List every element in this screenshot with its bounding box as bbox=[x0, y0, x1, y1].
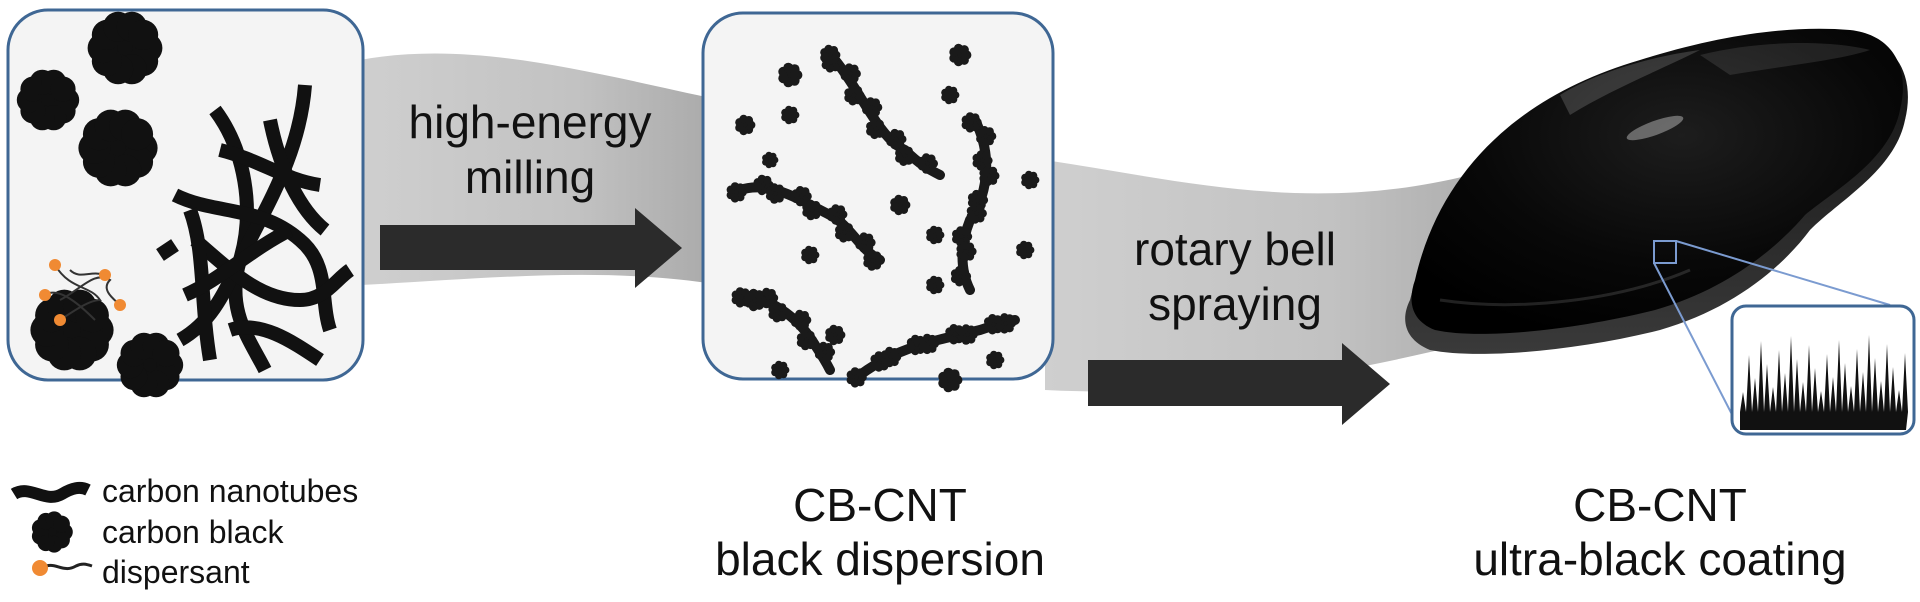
chain-particle bbox=[976, 126, 997, 147]
chain-particle bbox=[972, 150, 993, 171]
chain-particle bbox=[835, 222, 856, 243]
milling-step-label: high-energy milling bbox=[380, 95, 680, 205]
chain-particle bbox=[952, 226, 973, 247]
isolated-particle bbox=[735, 114, 756, 136]
coating-caption-line-2: ultra-black coating bbox=[1473, 533, 1847, 586]
chain-particle bbox=[802, 199, 823, 221]
chain-particle bbox=[918, 333, 939, 355]
milling-line-1: high-energy bbox=[408, 96, 652, 148]
zoom-line-bottom bbox=[1653, 262, 1741, 431]
chain-particle bbox=[995, 313, 1017, 334]
legend-carbon-black: carbon black bbox=[102, 514, 284, 550]
legend-dispersant: dispersant bbox=[102, 554, 250, 590]
chain-particle bbox=[862, 97, 883, 118]
ultra-black-coated-part bbox=[1405, 28, 1908, 354]
isolated-particle bbox=[771, 360, 790, 380]
chain-particle bbox=[886, 128, 907, 150]
chain-particle bbox=[846, 367, 867, 388]
chain-particle bbox=[950, 266, 972, 287]
legend-carbon-nanotubes: carbon nanotubes bbox=[102, 473, 359, 509]
coating-caption: CB-CNT ultra-black coating bbox=[1440, 478, 1880, 587]
chain-particle bbox=[917, 153, 938, 174]
isolated-particle bbox=[778, 62, 803, 88]
isolated-particle bbox=[801, 245, 820, 265]
isolated-particle bbox=[1016, 240, 1035, 260]
carbon-black-cluster bbox=[16, 69, 80, 131]
chain-particle bbox=[844, 85, 865, 106]
isolated-particle bbox=[820, 44, 841, 66]
chain-particle bbox=[791, 309, 812, 331]
carbon-nanotube-icon bbox=[10, 481, 91, 503]
chain-particle bbox=[791, 186, 812, 207]
chain-particle bbox=[895, 145, 916, 166]
process-ribbon-2 bbox=[1045, 160, 1520, 392]
chain-particle bbox=[863, 250, 884, 271]
spraying-line-2: spraying bbox=[1148, 278, 1322, 331]
spraying-step-label: rotary bell spraying bbox=[1085, 222, 1385, 332]
coating-caption-line-1: CB-CNT bbox=[1573, 479, 1747, 531]
zoom-line-top bbox=[1675, 240, 1891, 306]
chain-particle bbox=[979, 165, 1000, 187]
isolated-particle bbox=[938, 367, 963, 393]
chain-particle bbox=[957, 324, 978, 345]
dispersion-caption-line-1: CB-CNT bbox=[793, 479, 967, 531]
chain-particle bbox=[881, 346, 902, 368]
microstructure-spikes bbox=[1740, 335, 1908, 430]
isolated-particle bbox=[1021, 170, 1040, 190]
carbon-nanotube-network bbox=[156, 84, 355, 374]
milling-arrow bbox=[380, 208, 682, 288]
spraying-arrow bbox=[1088, 343, 1390, 425]
chain-particle bbox=[866, 118, 887, 140]
chain-particle bbox=[726, 182, 747, 203]
isolated-particle bbox=[890, 194, 911, 216]
chain-particle bbox=[765, 183, 787, 204]
isolated-particle bbox=[781, 105, 800, 125]
chain-particle bbox=[956, 241, 977, 262]
milling-line-2: milling bbox=[464, 151, 596, 204]
chain-particle bbox=[768, 302, 789, 323]
carbon-black-cluster bbox=[116, 332, 184, 398]
legend-cb-cluster bbox=[31, 511, 73, 553]
chain-particle bbox=[827, 204, 848, 225]
dispersant-molecules bbox=[39, 259, 126, 326]
chain-particle bbox=[814, 341, 836, 363]
isolated-particle bbox=[926, 225, 945, 245]
chain-particle bbox=[855, 232, 876, 253]
carbon-black-cluster bbox=[30, 289, 114, 371]
isolated-particle bbox=[744, 288, 767, 312]
chain-particle bbox=[840, 63, 861, 84]
dispersed-particles bbox=[726, 43, 1040, 393]
spraying-line-1: rotary bell bbox=[1134, 223, 1336, 275]
chain-particle bbox=[796, 329, 817, 351]
carbon-black-clusters bbox=[16, 11, 184, 398]
dispersion-caption: CB-CNT black dispersion bbox=[700, 478, 1060, 587]
zoom-marker bbox=[1653, 240, 1677, 264]
isolated-particle bbox=[949, 43, 972, 67]
isolated-particle bbox=[762, 151, 779, 169]
isolated-particle bbox=[941, 85, 960, 105]
dispersant-icon bbox=[32, 560, 93, 576]
isolated-particle bbox=[986, 350, 1005, 370]
carbon-black-cluster bbox=[87, 11, 163, 85]
carbon-black-cluster bbox=[78, 109, 158, 187]
isolated-particle bbox=[926, 275, 945, 295]
dispersion-caption-line-2: black dispersion bbox=[715, 533, 1045, 586]
isolated-particle bbox=[825, 324, 846, 346]
chain-particle bbox=[966, 203, 987, 224]
carbon-black-icon bbox=[31, 511, 73, 553]
chain-particle bbox=[961, 112, 982, 133]
